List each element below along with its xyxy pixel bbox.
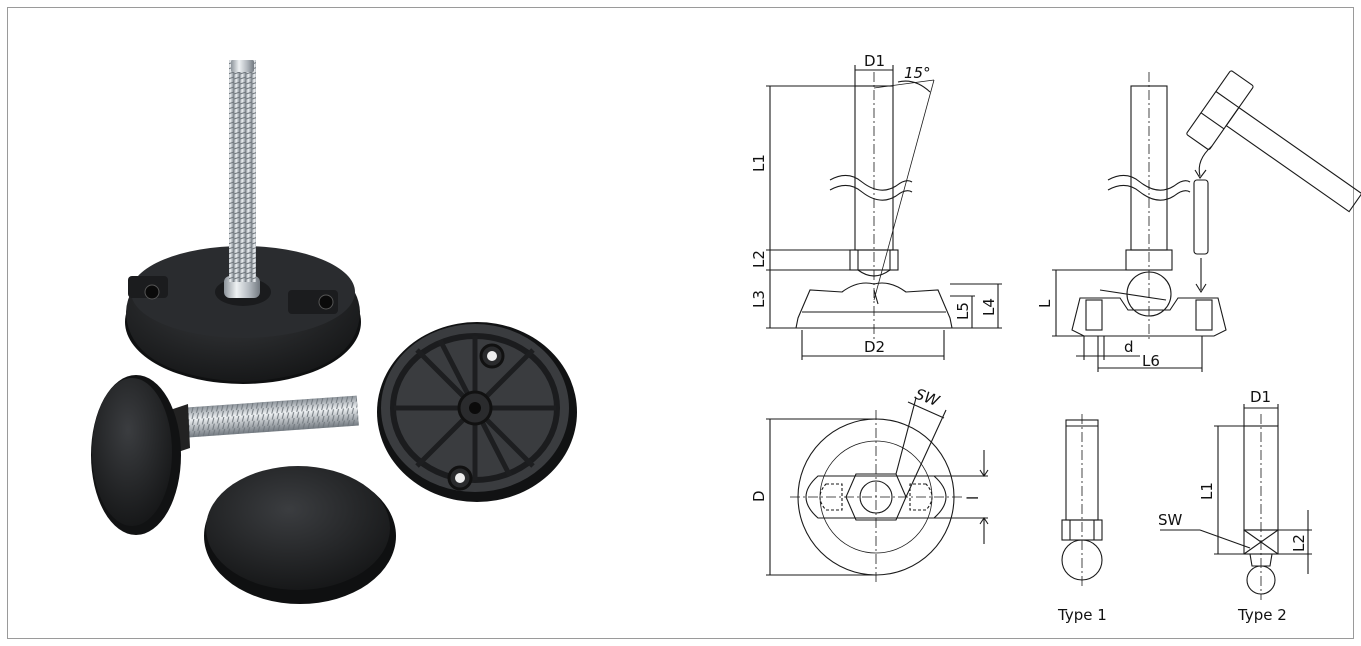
side-view [1052, 70, 1361, 372]
leveling-foot-upright [125, 60, 361, 384]
label-l4: L4 [980, 298, 998, 316]
leveling-foot-tilted [91, 375, 359, 535]
type-1-detail [1061, 414, 1103, 586]
label-l2: L2 [750, 250, 768, 268]
label-d1-type2: D1 [1250, 388, 1271, 406]
label-l-side: L [1036, 299, 1054, 308]
label-l1-type2: L1 [1198, 482, 1216, 500]
label-d2: D2 [864, 338, 885, 356]
label-l2-type2: L2 [1290, 534, 1308, 552]
label-d1-top: D1 [864, 52, 885, 70]
label-d-big: D [750, 490, 768, 502]
label-type1: Type 1 [1057, 606, 1107, 624]
label-sw-type2: SW [1158, 511, 1183, 529]
label-l3: L3 [750, 290, 768, 308]
label-d-small: d [1124, 338, 1134, 356]
label-l5: L5 [954, 302, 972, 320]
label-l-small: l [964, 496, 982, 500]
product-photo [91, 60, 577, 604]
label-angle: 15° [904, 64, 931, 82]
base-underside [377, 322, 577, 502]
label-type2: Type 2 [1237, 606, 1287, 624]
label-l1: L1 [750, 154, 768, 172]
front-view [766, 65, 1002, 360]
type-2-detail [1160, 404, 1312, 600]
label-l6: L6 [1142, 352, 1160, 370]
base-disc [204, 466, 396, 604]
top-view [766, 397, 989, 584]
